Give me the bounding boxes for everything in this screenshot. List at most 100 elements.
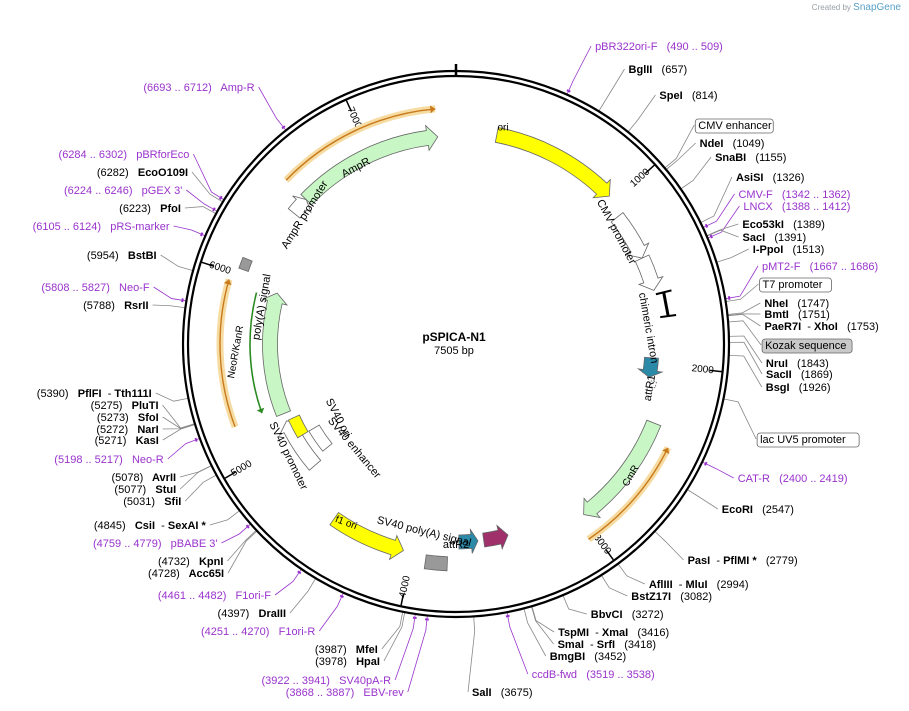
lac-uv5-promoter-mark	[648, 380, 657, 389]
tick-mark	[400, 593, 405, 606]
site-leader	[162, 424, 196, 441]
site-leader	[155, 392, 189, 402]
site-label: (4251 .. 4270) F1ori-R	[201, 626, 315, 638]
site-label: NheI (1747)	[764, 298, 829, 310]
site-label-part: PasI	[688, 555, 711, 567]
site-label-part: MluI	[686, 579, 708, 591]
site-label: (3868 .. 3887) EBV-rev	[286, 687, 405, 699]
site-label: LNCX (1388 .. 1412)	[743, 201, 850, 213]
site-label-part: pRS-marker	[101, 221, 170, 233]
chimeric-intron-mark	[662, 292, 670, 317]
site-label-part: BmtI	[764, 309, 788, 321]
site-label-part: CMV enhancer	[698, 120, 772, 132]
site-leader	[186, 189, 218, 212]
site-label: pBR322ori-F (490 .. 509)	[595, 41, 723, 53]
site-label-part: Neo-R	[123, 454, 164, 466]
site-label: (5390) PflFI - Tth111I	[37, 388, 152, 400]
cmv-enhancer-arrow	[610, 212, 650, 259]
primer-mark	[194, 437, 198, 442]
site-leader	[209, 510, 240, 526]
site-label-part: (5954)	[87, 250, 119, 262]
site-label-part: HpaI	[347, 656, 380, 668]
site-label-part: (3922 .. 3941)	[261, 675, 330, 687]
site-label-part: LNCX	[743, 201, 773, 213]
site-label: (5788) RsrII	[83, 300, 148, 312]
site-label: (4759 .. 4779) pBABE 3'	[93, 538, 217, 550]
site-leader	[162, 416, 196, 429]
site-label-part: KpnI	[190, 556, 224, 568]
site-label-part: (490 .. 509)	[657, 41, 722, 53]
feature-label-box	[759, 277, 832, 293]
site-label-part: Eco53kI	[742, 219, 784, 231]
site-leader	[566, 45, 592, 95]
site-label-part: SmaI	[558, 639, 584, 651]
site-leader	[160, 254, 194, 271]
site-label-part: SpeI	[659, 90, 682, 102]
site-label-part: XhoI	[814, 321, 838, 333]
site-label-part: NdeI	[700, 138, 724, 150]
site-label-part: (1155)	[746, 152, 786, 164]
site-label-part: BmgBI	[550, 651, 585, 663]
site-label: CAT-R (2400 .. 2419)	[738, 473, 848, 485]
site-label: SacII (1869)	[766, 369, 833, 381]
site-label-part: (5077)	[114, 484, 146, 496]
tick-mark	[605, 549, 614, 561]
tick-mark	[345, 100, 353, 112]
tick-mark	[709, 369, 722, 373]
site-label-part: pMT2-F	[762, 261, 801, 273]
primer-mark	[704, 223, 709, 228]
site-label-part: SacI	[743, 232, 766, 244]
site-label-part: (6223)	[119, 203, 151, 215]
site-label: BmgBI (3452)	[550, 651, 626, 663]
site-label-part: SV40pA-R	[330, 675, 391, 687]
site-label-part: (5273)	[97, 412, 129, 424]
site-label: BstZ17I (3082)	[631, 591, 712, 603]
site-label-part: (5271)	[95, 435, 127, 447]
site-label-part: NarI	[128, 424, 159, 436]
site-leader	[680, 156, 712, 190]
primer-mark	[181, 298, 184, 303]
site-label-part: -	[102, 388, 115, 400]
site-leader	[531, 606, 554, 645]
site-label-part: BstBI	[119, 250, 157, 262]
site-label-part: AvrII	[143, 472, 176, 484]
site-label: (5273) SfoI	[97, 412, 159, 424]
site-leader	[407, 615, 428, 693]
site-label-part: (5272)	[96, 424, 128, 436]
site-label: (5272) NarI	[96, 424, 158, 436]
site-leader	[274, 568, 302, 596]
site-leader	[531, 606, 555, 633]
site-label: (4845) CsiI - SexAI *	[94, 520, 207, 532]
primer-mark	[412, 616, 417, 620]
site-label: CMV enhancer	[698, 120, 772, 132]
site-leader	[728, 320, 762, 346]
primer-mark	[218, 195, 223, 200]
site-leader	[173, 225, 206, 237]
site-leader	[383, 612, 406, 662]
site-label-part: (3452)	[585, 651, 626, 663]
site-label-part: (3272)	[623, 609, 664, 621]
site-leader	[627, 94, 656, 133]
site-label-part: Amp-R	[212, 82, 255, 94]
primer-mark	[339, 594, 344, 599]
site-label-part: PluTI	[122, 400, 158, 412]
site-label-part: SnaBI	[715, 152, 746, 164]
site-label-part: (6224 .. 6246)	[64, 185, 133, 197]
site-label-part: (3987)	[315, 644, 347, 656]
site-leader	[723, 398, 757, 440]
leader-lines	[152, 45, 763, 693]
site-label-part: (1751)	[789, 309, 830, 321]
site-label-part: (1391)	[765, 232, 806, 244]
site-label: (6693 .. 6712) Amp-R	[143, 82, 254, 94]
site-leader	[654, 530, 684, 561]
site-label: (4461 .. 4482) F1ori-F	[158, 590, 271, 602]
site-label: PasI - PflMI * (2779)	[688, 555, 798, 567]
site-label-part: (1326)	[763, 172, 804, 184]
site-label-part: CMV-F	[738, 189, 773, 201]
primer-mark	[566, 89, 571, 93]
attr1-label: attR1	[642, 374, 658, 402]
site-label-part: (3082)	[671, 591, 712, 603]
site-label: (3922 .. 3941) SV40pA-R	[261, 675, 391, 687]
site-label: (5198 .. 5217) Neo-R	[54, 454, 164, 466]
